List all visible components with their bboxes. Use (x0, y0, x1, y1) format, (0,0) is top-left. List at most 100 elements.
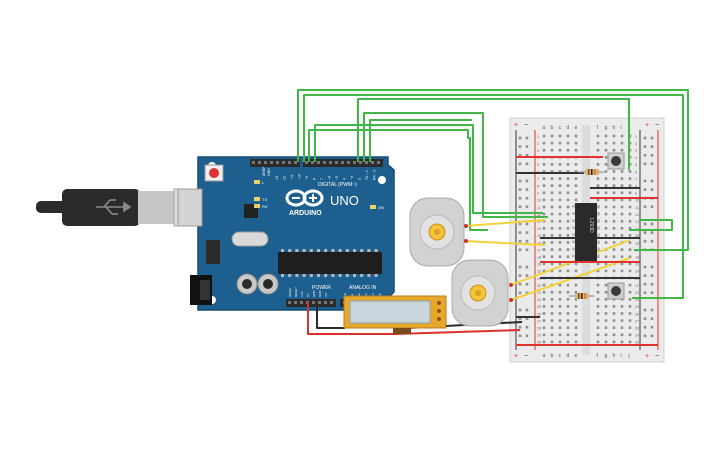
breadboard-hole[interactable] (558, 177, 562, 180)
breadboard-hole[interactable] (628, 234, 632, 237)
breadboard-hole[interactable] (574, 333, 578, 337)
breadboard-hole[interactable] (620, 340, 624, 344)
breadboard-hole[interactable] (566, 298, 570, 301)
rail-hole[interactable] (518, 188, 522, 191)
rail-hole[interactable] (643, 291, 647, 295)
rail-hole[interactable] (525, 325, 529, 329)
breadboard-hole[interactable] (628, 248, 632, 251)
breadboard-hole[interactable] (574, 269, 578, 273)
breadboard-hole[interactable] (542, 283, 546, 287)
rail-hole[interactable] (643, 231, 647, 234)
rail-hole[interactable] (643, 162, 647, 166)
breadboard-hole[interactable] (620, 333, 624, 337)
header-hole[interactable] (365, 161, 368, 164)
rail-hole[interactable] (650, 162, 654, 166)
breadboard-hole[interactable] (566, 141, 570, 145)
breadboard-hole[interactable] (612, 177, 616, 180)
breadboard-hole[interactable] (596, 148, 600, 152)
breadboard-hole[interactable] (628, 170, 632, 173)
breadboard-hole[interactable] (542, 262, 546, 266)
breadboard-hole[interactable] (620, 170, 624, 173)
breadboard-hole[interactable] (604, 170, 608, 173)
breadboard-hole[interactable] (566, 241, 570, 244)
rail-hole[interactable] (650, 282, 654, 286)
rail-hole[interactable] (643, 145, 647, 148)
breadboard-hole[interactable] (612, 134, 616, 138)
breadboard-hole[interactable] (574, 319, 578, 322)
rail-hole[interactable] (518, 265, 522, 269)
breadboard-hole[interactable] (566, 134, 570, 138)
breadboard-hole[interactable] (612, 219, 616, 223)
breadboard-hole[interactable] (550, 269, 554, 273)
breadboard-hole[interactable] (620, 326, 624, 329)
breadboard-hole[interactable] (558, 212, 562, 216)
breadboard-hole[interactable] (566, 163, 570, 166)
breadboard-hole[interactable] (566, 170, 570, 173)
breadboard-hole[interactable] (628, 241, 632, 244)
breadboard-hole[interactable] (596, 312, 600, 315)
breadboard-hole[interactable] (596, 298, 600, 301)
breadboard-hole[interactable] (542, 312, 546, 315)
breadboard-hole[interactable] (612, 184, 616, 187)
breadboard-hole[interactable] (604, 212, 608, 216)
breadboard-hole[interactable] (542, 269, 546, 273)
breadboard-hole[interactable] (612, 305, 616, 308)
rail-hole[interactable] (525, 334, 529, 338)
breadboard-hole[interactable] (558, 205, 562, 209)
breadboard-hole[interactable] (558, 141, 562, 145)
header-hole[interactable] (318, 301, 321, 304)
breadboard-hole[interactable] (550, 340, 554, 344)
green-wire[interactable] (303, 94, 684, 299)
breadboard-hole[interactable] (604, 241, 608, 244)
breadboard-hole[interactable] (550, 305, 554, 308)
breadboard-hole[interactable] (566, 319, 570, 322)
rail-hole[interactable] (643, 205, 647, 209)
breadboard-hole[interactable] (550, 227, 554, 230)
rail-hole[interactable] (525, 231, 529, 234)
breadboard-hole[interactable] (542, 212, 546, 216)
rail-hole[interactable] (643, 222, 647, 226)
breadboard-hole[interactable] (604, 262, 608, 266)
breadboard-hole[interactable] (612, 141, 616, 145)
header-hole[interactable] (329, 161, 332, 164)
green-wire[interactable] (629, 219, 673, 231)
rail-hole[interactable] (650, 265, 654, 269)
rail-hole[interactable] (525, 282, 529, 286)
breadboard-hole[interactable] (620, 312, 624, 315)
breadboard-hole[interactable] (628, 219, 632, 223)
breadboard-hole[interactable] (550, 141, 554, 145)
rail-hole[interactable] (650, 179, 654, 183)
breadboard-hole[interactable] (574, 191, 578, 195)
dc-motor-icon[interactable] (451, 259, 513, 327)
breadboard-hole[interactable] (558, 134, 562, 138)
rail-hole[interactable] (525, 136, 529, 140)
breadboard-hole[interactable] (558, 262, 562, 266)
breadboard-hole[interactable] (542, 184, 546, 187)
rail-hole[interactable] (525, 153, 529, 157)
breadboard-hole[interactable] (558, 184, 562, 187)
breadboard-hole[interactable] (566, 255, 570, 258)
breadboard-hole[interactable] (620, 148, 624, 152)
push-button-icon[interactable] (607, 282, 625, 300)
breadboard-hole[interactable] (596, 333, 600, 337)
breadboard-hole[interactable] (604, 191, 608, 195)
breadboard-hole[interactable] (574, 170, 578, 173)
breadboard-hole[interactable] (542, 170, 546, 173)
breadboard-hole[interactable] (542, 305, 546, 308)
breadboard-hole[interactable] (628, 326, 632, 329)
breadboard-hole[interactable] (550, 219, 554, 223)
breadboard-hole[interactable] (558, 290, 562, 294)
breadboard-hole[interactable] (596, 141, 600, 145)
breadboard-hole[interactable] (628, 191, 632, 195)
breadboard-hole[interactable] (542, 141, 546, 145)
rail-hole[interactable] (518, 222, 522, 226)
breadboard-hole[interactable] (566, 198, 570, 202)
breadboard-hole[interactable] (628, 283, 632, 287)
breadboard-hole[interactable] (612, 212, 616, 216)
header-hole[interactable] (288, 161, 291, 164)
breadboard-hole[interactable] (558, 340, 562, 344)
breadboard-hole[interactable] (620, 134, 624, 138)
header-hole[interactable] (377, 161, 380, 164)
dc-motor-icon[interactable] (409, 197, 468, 267)
rail-hole[interactable] (518, 145, 522, 148)
